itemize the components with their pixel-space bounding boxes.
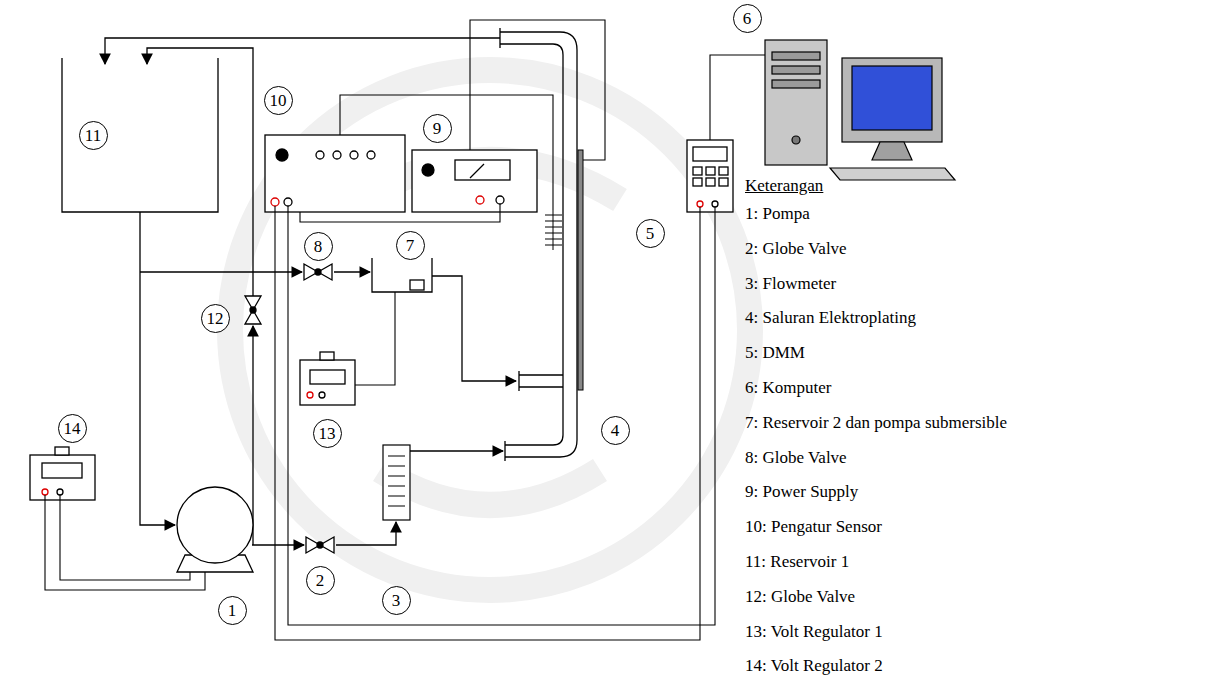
legend-item: 13: Volt Regulator 1 [745, 622, 883, 642]
callout-text: 5 [646, 225, 655, 242]
legend-item: 3: Flowmeter [745, 274, 836, 294]
globe-valve [245, 296, 261, 324]
callout-text: 3 [392, 592, 401, 609]
reservoir-2 [372, 258, 432, 292]
legend-item: 1: Pompa [745, 204, 810, 224]
callout-number: 7 [396, 231, 425, 260]
inlet-pipe [410, 450, 503, 451]
computer [765, 40, 955, 180]
callout-text: 10 [270, 92, 287, 109]
callout-number: 1 [218, 596, 247, 625]
reservoir-1 [62, 58, 218, 212]
callout-number: 11 [79, 121, 108, 150]
callout-text: 4 [611, 422, 620, 439]
flowmeter [383, 445, 410, 520]
callout-text: 6 [743, 10, 752, 27]
sensor-controller [265, 135, 405, 212]
callout-number: 13 [313, 419, 342, 448]
legend-item: 4: Saluran Elektroplating [745, 308, 916, 328]
legend-item: 12: Globe Valve [745, 587, 855, 607]
callout-text: 1 [228, 602, 237, 619]
bypass-pipe [252, 326, 253, 545]
callout-number: 12 [201, 304, 230, 333]
legend-item: 10: Pengatur Sensor [745, 517, 882, 537]
callout-number: 3 [382, 586, 411, 615]
callout-number: 9 [423, 114, 452, 143]
electrode-plate [578, 150, 583, 390]
suction-pipe [140, 212, 175, 525]
callout-text: 2 [316, 572, 325, 589]
sensor-comb [545, 210, 562, 250]
legend-item: 7: Reservoir 2 dan pompa submersible [745, 413, 1007, 433]
callout-text: 14 [64, 420, 81, 437]
legend-item: 11: Reservoir 1 [745, 552, 849, 572]
callout-number: 6 [733, 4, 762, 33]
globe-valve [306, 537, 334, 553]
legend-item: 8: Globe Valve [745, 448, 847, 468]
return-pipe [105, 38, 500, 64]
callout-text: 7 [406, 237, 415, 254]
power-supply [412, 150, 537, 212]
discharge-pipe [336, 522, 396, 545]
bypass-pipe [147, 48, 253, 296]
discharge-pipe [252, 544, 304, 545]
callout-text: 13 [319, 425, 336, 442]
legend-heading: Keterangan [745, 176, 823, 196]
callout-number: 4 [601, 416, 630, 445]
legend-item: 6: Komputer [745, 378, 831, 398]
volt-regulator-2 [30, 447, 95, 500]
globe-valve [304, 264, 332, 280]
legend-item: 9: Power Supply [745, 482, 858, 502]
wires [45, 20, 765, 640]
legend-item: 2: Globe Valve [745, 239, 847, 259]
electroplating-channel [500, 28, 577, 461]
side-inlet-pipe [432, 276, 516, 381]
callout-text: 11 [85, 127, 101, 144]
callout-number: 8 [304, 232, 333, 261]
legend-item: 5: DMM [745, 343, 805, 363]
watermark [230, 70, 750, 590]
legend-item: 14: Volt Regulator 2 [745, 656, 883, 676]
callout-number: 5 [636, 219, 665, 248]
branch-pipe [140, 271, 302, 272]
branch-pipe [334, 271, 370, 272]
callout-number: 2 [306, 566, 335, 595]
pump [177, 487, 253, 572]
callout-text: 9 [433, 120, 442, 137]
volt-regulator-1 [300, 352, 355, 405]
callout-text: 8 [314, 238, 323, 255]
callout-number: 14 [58, 414, 87, 443]
callout-number: 10 [264, 86, 293, 115]
callout-text: 12 [207, 310, 224, 327]
dmm [687, 140, 733, 212]
